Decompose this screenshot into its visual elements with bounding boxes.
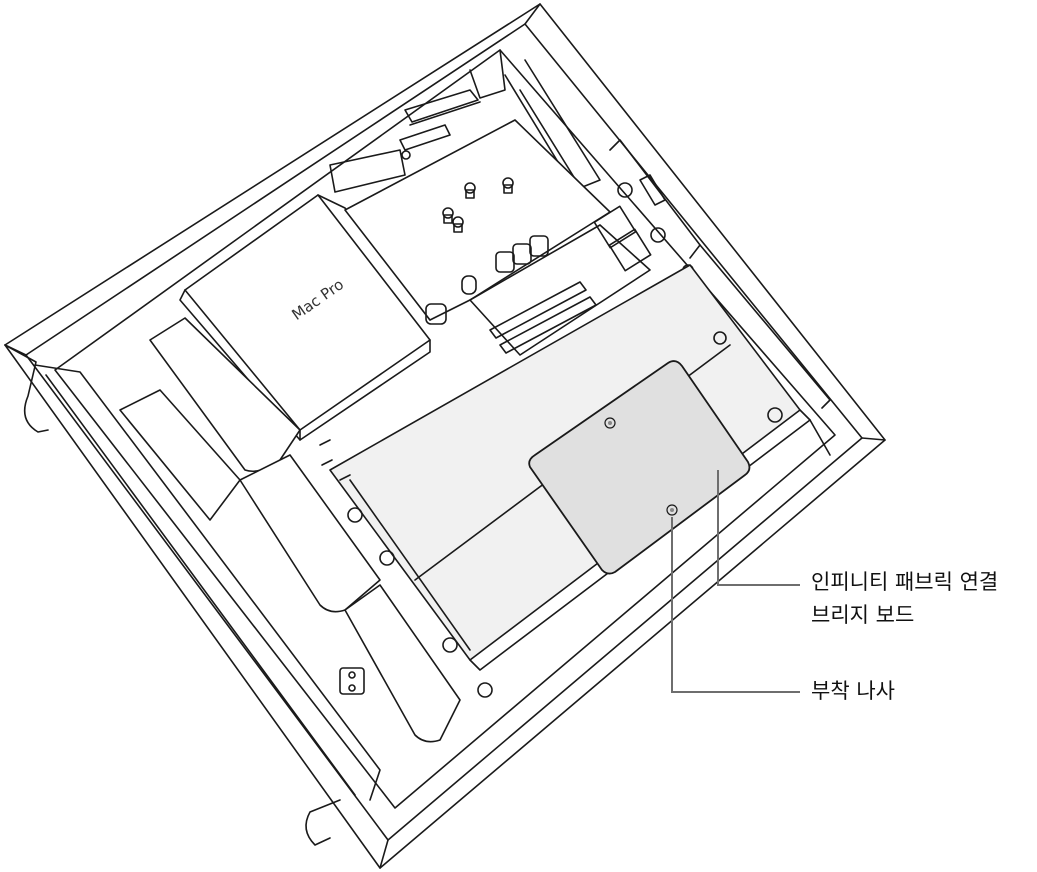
pcie-slots (469, 174, 694, 356)
rear-vents (329, 89, 481, 193)
fan-housing (119, 317, 461, 743)
mounting-screw-label: 부착 나사 (811, 679, 895, 703)
port-connectors (425, 235, 549, 325)
bridge-board-label-line1: 인피니티 패브릭 연결 (811, 570, 999, 594)
bridge-board-label-line2: 브리지 보드 (811, 603, 915, 627)
bridge-board-leader-line (717, 470, 800, 586)
standoff-screws (442, 177, 514, 233)
mounting-screws (604, 417, 678, 516)
logic-board-area (344, 119, 611, 325)
mounting-screw-leader-line (671, 517, 800, 693)
mac-pro-enclosure (179, 194, 431, 441)
infinity-fabric-bridge-board (528, 360, 751, 575)
